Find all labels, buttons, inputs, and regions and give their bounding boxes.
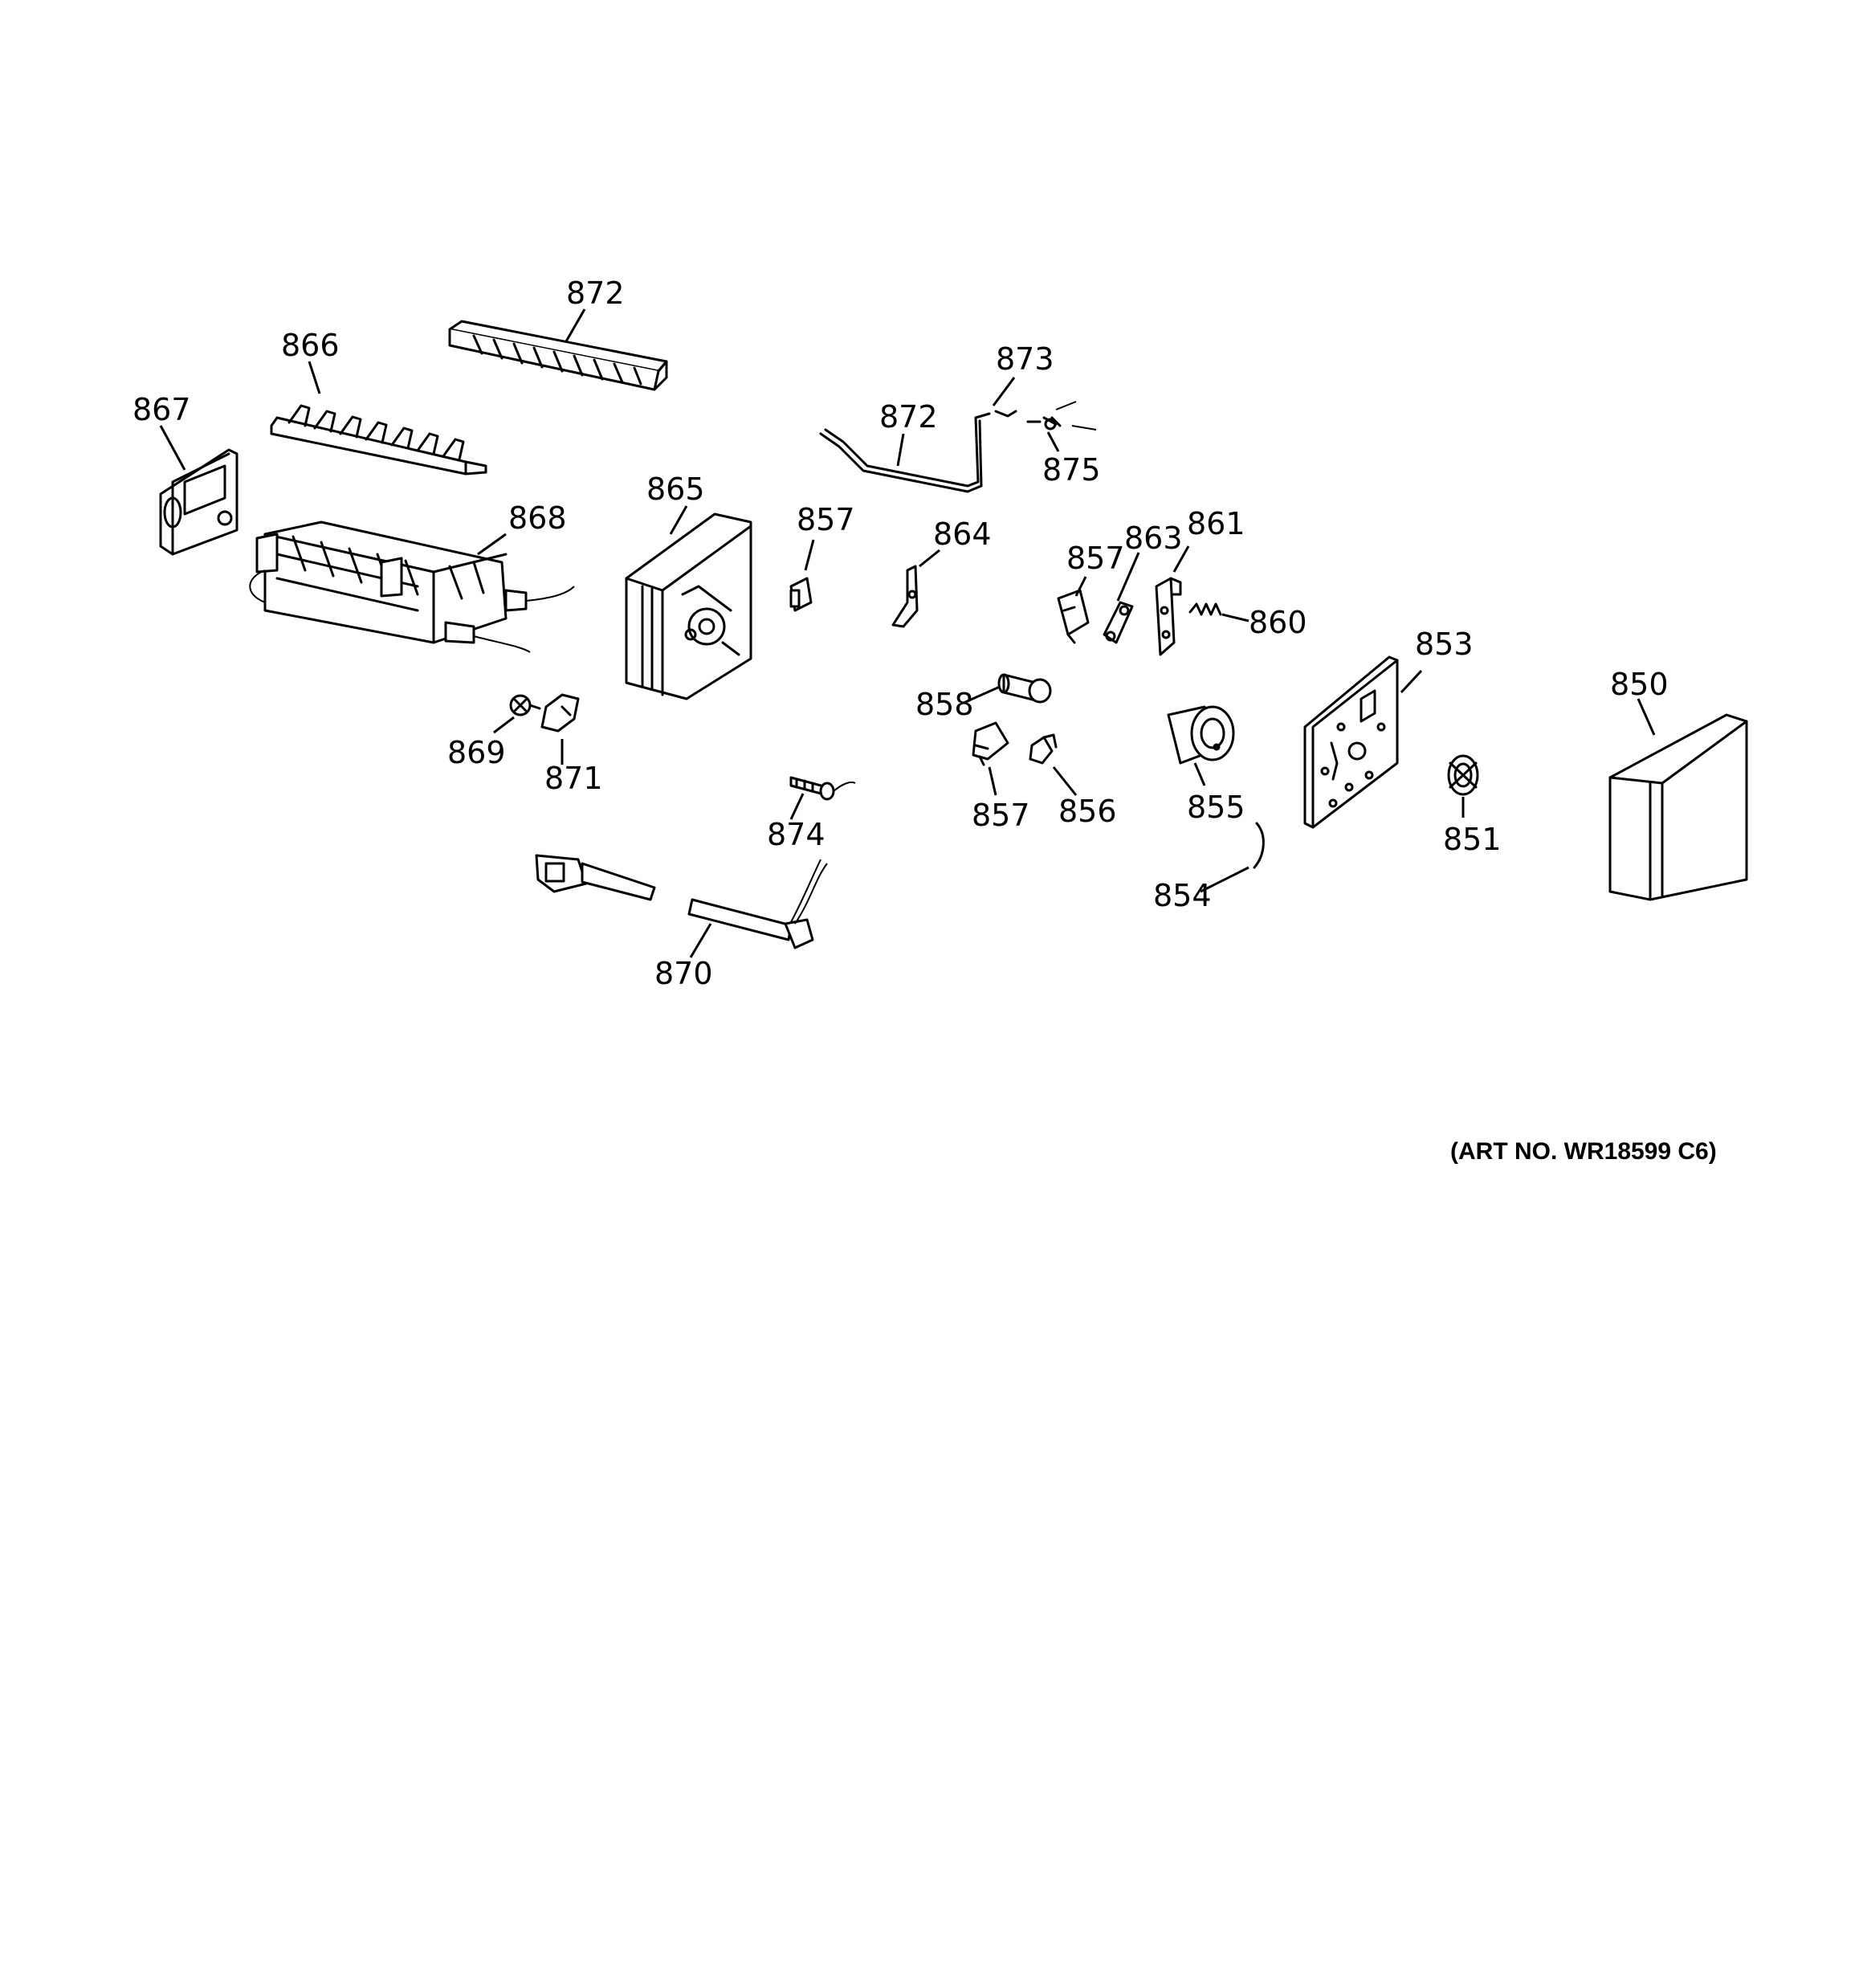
part-854-clip: [1253, 822, 1265, 869]
callout-853: 853: [1415, 627, 1474, 662]
leader-858: [963, 685, 1001, 704]
callout-872: 872: [879, 399, 938, 435]
part-869-screw: [509, 694, 541, 716]
callout-867: 867: [132, 392, 191, 427]
callout-869: 869: [447, 735, 506, 770]
part-874-screw: [789, 776, 856, 801]
callout-860: 861: [1187, 506, 1245, 541]
art-number: (ART NO. WR18599 C6): [1450, 1138, 1717, 1165]
callout-865: 872: [566, 276, 625, 311]
callout-875: 875: [1042, 452, 1101, 488]
callout-855: 855: [1187, 790, 1245, 825]
part-863-lever: [891, 565, 919, 628]
leader-850: [1637, 698, 1656, 736]
leader-857a: [804, 539, 815, 571]
part-870-harness: [535, 854, 828, 949]
callout-850: 850: [1610, 667, 1669, 702]
callout-861: 863: [1124, 520, 1183, 556]
leader-860: [1172, 545, 1190, 573]
callout-871: 871: [544, 761, 603, 796]
leader-856: [1052, 766, 1078, 796]
leader-857c: [988, 766, 997, 796]
part-868-mold: [249, 520, 575, 653]
leader-868: [477, 533, 507, 556]
part-871-cam: [540, 693, 580, 733]
callout-859: 860: [1249, 605, 1307, 640]
callout-857-b: 857: [1066, 541, 1125, 576]
part-865-stripper: [448, 320, 668, 391]
part-867-bracket: [159, 448, 238, 556]
leader-872: [896, 433, 905, 467]
part-857-switch-b: [1057, 589, 1090, 644]
callout-870: 870: [654, 956, 713, 991]
leader-859: [1221, 613, 1249, 623]
callout-864: 865: [646, 471, 705, 507]
callout-868: 868: [508, 500, 567, 536]
part-866-ejector: [270, 404, 487, 476]
callout-857-c: 857: [972, 798, 1030, 833]
part-855-motor: [1167, 705, 1235, 765]
part-857-switch-a: [789, 577, 813, 612]
part-857-switch-c: [972, 721, 1009, 766]
part-872-arm: [819, 412, 991, 493]
part-856-clip: [1029, 733, 1058, 765]
callout-851: 851: [1443, 822, 1502, 857]
callout-863: 864: [933, 516, 992, 552]
leader-875: [1046, 431, 1060, 452]
part-860-bracket: [1155, 577, 1182, 656]
part-875-pin: [1026, 401, 1097, 431]
callout-854: 854: [1153, 878, 1212, 913]
leader-864: [669, 505, 688, 535]
leader-857b: [1074, 576, 1087, 597]
callout-857-a: 857: [797, 502, 855, 537]
leader-863: [919, 549, 940, 568]
leader-865: [565, 308, 586, 342]
leader-867: [159, 425, 186, 471]
leader-855: [1193, 762, 1206, 786]
leader-874: [789, 793, 805, 820]
part-858-thermostat: [997, 673, 1052, 704]
callout-874: 874: [767, 817, 826, 852]
leader-866: [308, 361, 321, 394]
part-873-retainer: [994, 410, 1017, 418]
callout-856: 856: [1058, 794, 1117, 829]
leader-853: [1400, 669, 1423, 694]
part-864-housing: [625, 512, 752, 700]
callout-873: 873: [996, 341, 1054, 377]
part-859-spring: [1188, 602, 1222, 616]
callout-866: 866: [281, 328, 340, 363]
callout-858: 858: [915, 687, 974, 722]
part-850-cover: [1608, 713, 1748, 901]
leader-854: [1200, 866, 1249, 893]
leader-869: [493, 716, 515, 734]
part-853-plate: [1303, 655, 1399, 829]
leader-861: [1116, 552, 1140, 602]
leader-870: [689, 923, 712, 958]
part-851-gear: [1447, 754, 1479, 796]
part-861-plate: [1103, 601, 1134, 644]
leader-873: [992, 377, 1016, 406]
